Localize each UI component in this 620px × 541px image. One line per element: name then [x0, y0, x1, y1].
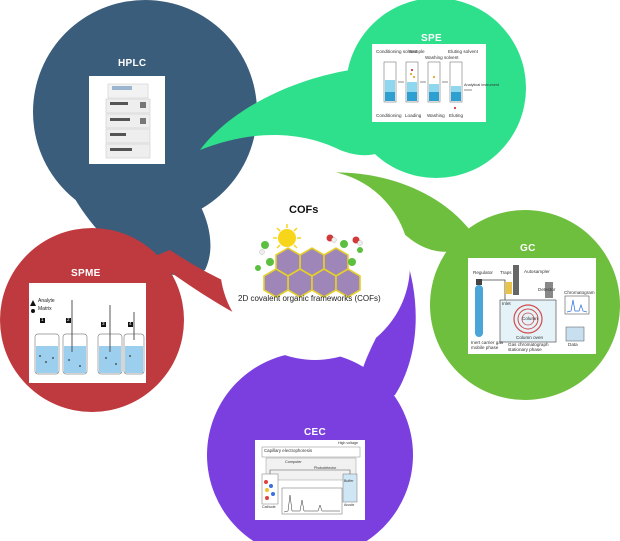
cec-schematic-image [255, 440, 365, 520]
cec-anode-label: Anode [344, 503, 355, 507]
cofs-title: COFs [289, 204, 319, 216]
gc-oven-label: Column oven [516, 335, 544, 340]
gc-carrier-label: Inert carrier gas mobile phase [471, 340, 504, 350]
gc-regulator-label: Regulator [473, 270, 493, 275]
spme-schematic-image [29, 283, 146, 383]
spe-step-top-3: Washing solvent [425, 55, 459, 60]
spe-step-top-2: Sample [409, 49, 425, 54]
cec-cathode-label: Cathode [262, 505, 276, 509]
gc-autosampler-label: Autosampler [524, 269, 550, 274]
spe-step-bottom-1: Conditioning [376, 113, 402, 118]
spe-schematic-image [372, 44, 486, 122]
cof-framework-illustration [255, 224, 363, 298]
spme-legend-matrix: Matrix [38, 306, 52, 312]
hplc-instrument-image [89, 76, 165, 164]
spme-legend-analyte: Analyte [38, 298, 55, 304]
gc-traps-label: Traps [500, 270, 512, 275]
gc-stationary-label: Gas chromatograph stationary phase [508, 342, 549, 352]
cec-computer-label: Computer [285, 460, 302, 464]
gc-column-label: Column [522, 316, 538, 321]
cec-label: CEC [304, 427, 327, 438]
gc-schematic-image [468, 258, 596, 354]
cec-detector-label: Photodetector [314, 466, 337, 470]
spme-step-3: 3 [102, 321, 105, 326]
spe-step-bottom-4: Eluting [449, 113, 464, 118]
spe-label: SPE [421, 33, 442, 44]
spe-step-bottom-2: Loading [405, 113, 422, 118]
gc-data-label: Data [568, 342, 578, 347]
cec-title-label: Capillary electrophoresis [264, 448, 313, 453]
cec-buffer-label: Buffer [344, 479, 354, 483]
cec-hv-label: High voltage [338, 441, 358, 445]
gc-label: GC [520, 243, 536, 254]
gc-detector-label: Detector [538, 287, 556, 292]
spme-label: SPME [71, 268, 101, 279]
spe-step-top-4: Eluting solvent [448, 49, 478, 54]
spme-step-2: 2 [67, 317, 70, 322]
cofs-caption: 2D covalent organic frameworks (COFs) [238, 294, 381, 303]
spe-side-note: Analytical instrument [464, 83, 500, 87]
spe-step-top-1: Conditioning solvent [376, 49, 418, 54]
hplc-label: HPLC [118, 58, 147, 69]
spme-step-4: 4 [129, 321, 132, 326]
spe-step-bottom-3: Washing [427, 113, 445, 118]
gc-chromatogram-label: Chromatogram [564, 290, 595, 295]
spme-step-1: 1 [41, 317, 44, 322]
gc-inlet-label: Inlet [502, 301, 511, 306]
